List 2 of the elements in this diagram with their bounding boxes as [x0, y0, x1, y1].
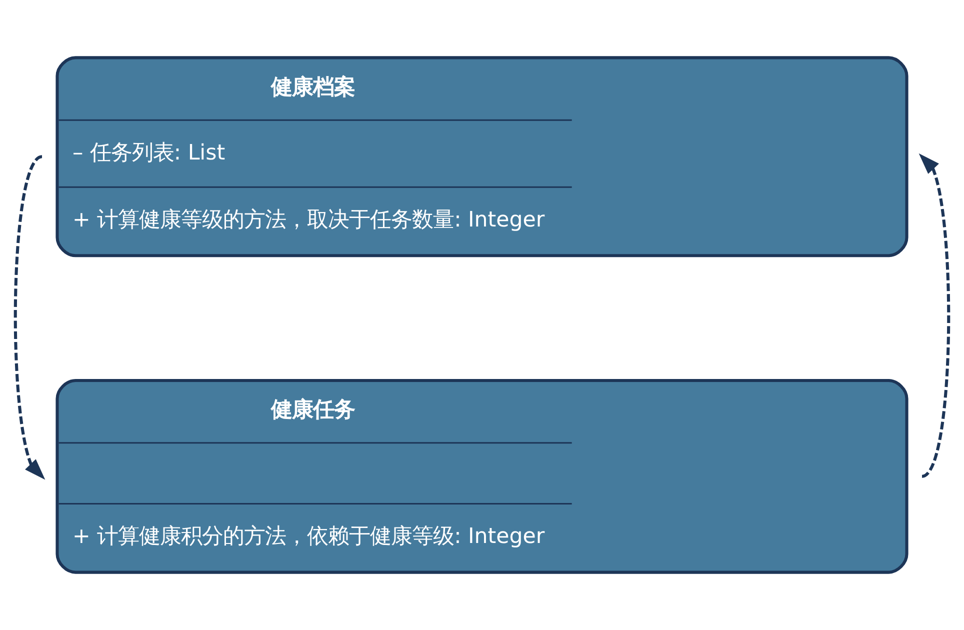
arrow: [14, 155, 46, 480]
arrow: [918, 153, 950, 478]
